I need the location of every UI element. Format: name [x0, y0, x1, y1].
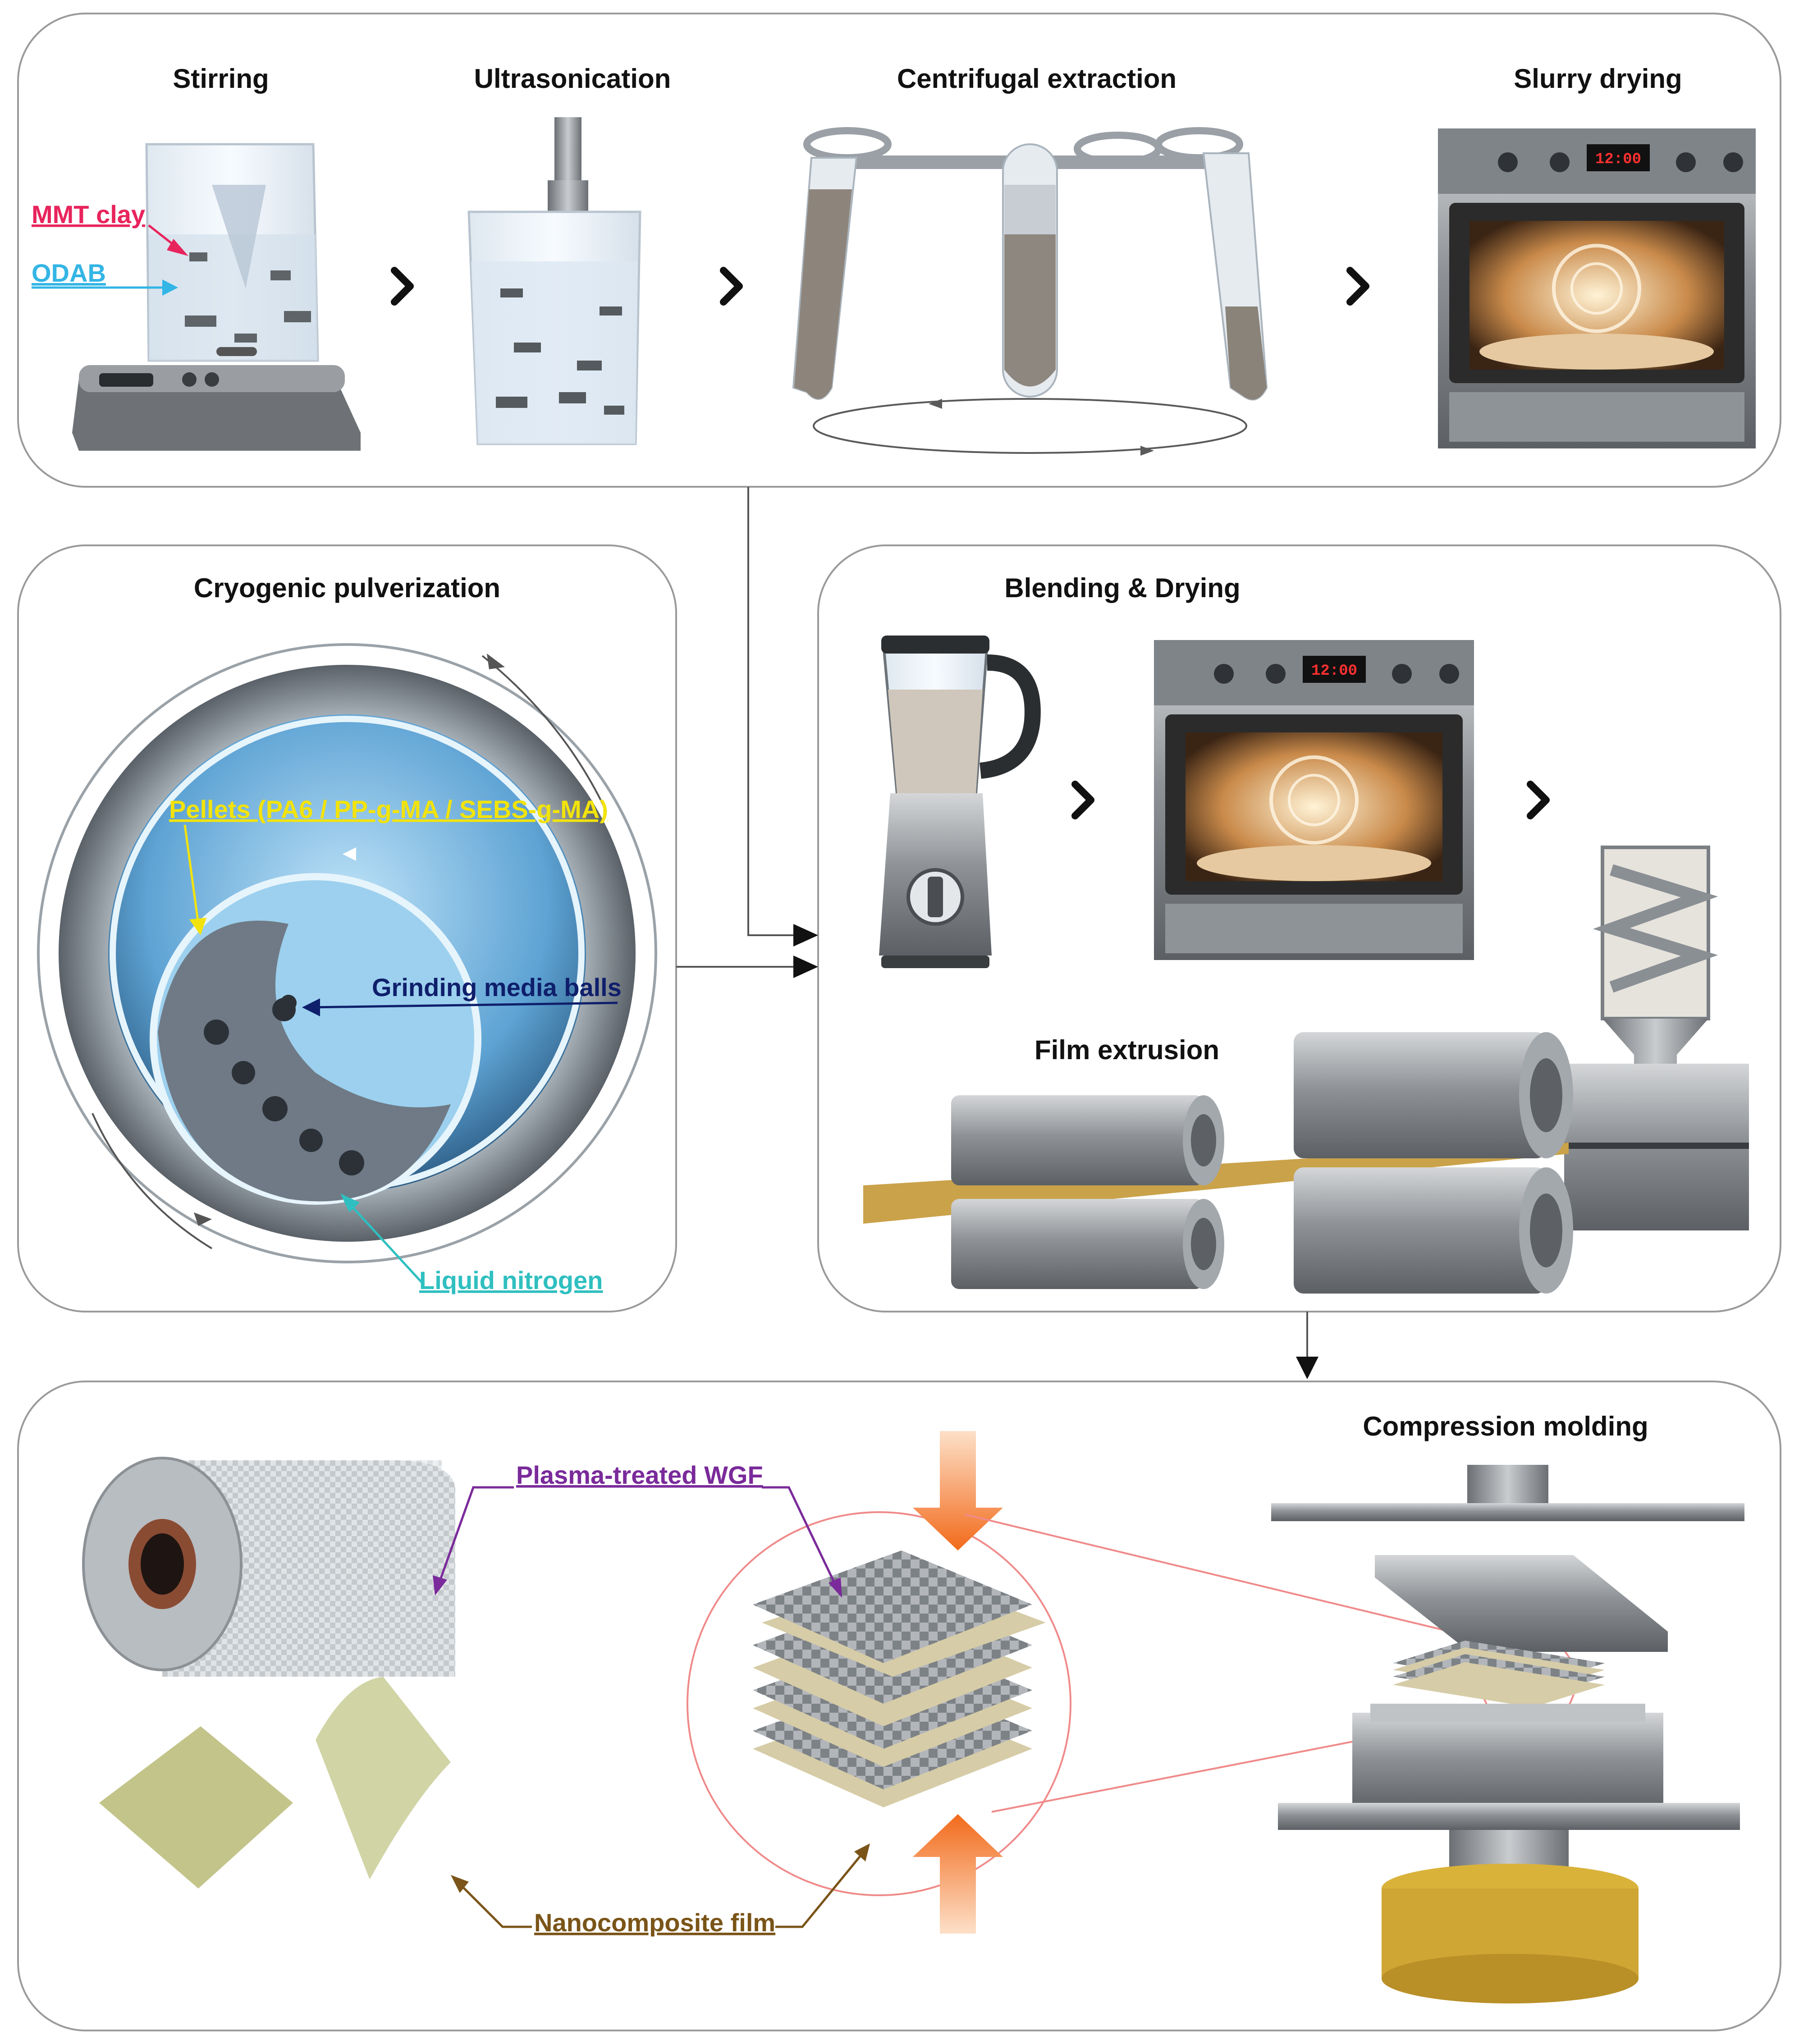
step-slurry-drying-title: Slurry drying	[1514, 64, 1682, 94]
label-odab: ODAB	[32, 259, 106, 287]
press-arrow-down	[913, 1431, 1003, 1550]
arrow-nanocomposite-film-2	[775, 1852, 864, 1928]
arrowhead-pellets	[189, 918, 206, 935]
label-grinding-balls: Grinding media balls	[372, 973, 622, 1001]
arrowhead-grinding-balls	[302, 998, 320, 1016]
magnetic-stirrer-illustration	[72, 143, 361, 451]
layer-stack-illustration	[687, 1431, 1071, 1934]
arrow-plasma-wgf-2	[762, 1486, 838, 1587]
cryogenic-mill-illustration	[37, 643, 657, 1263]
step-ultrasonication-title: Ultrasonication	[474, 64, 671, 94]
oven-illustration-2: 12:00	[1154, 640, 1474, 960]
oven-illustration-1: 12:00	[1438, 128, 1756, 448]
step-blending-title: Blending & Drying	[1004, 573, 1240, 603]
label-plasma-wgf: Plasma-treated WGF	[516, 1461, 763, 1489]
nanocomposite-film-illustration	[99, 1677, 451, 1889]
compression-press-illustration	[1271, 1465, 1744, 2003]
arrow-nanocomposite-film	[459, 1883, 532, 1928]
oven-display-2: 12:00	[1311, 663, 1357, 680]
blender-illustration	[879, 636, 1041, 968]
step-cryogenic-title: Cryogenic pulverization	[194, 573, 500, 603]
connector-arrowheads	[793, 924, 1318, 1379]
arrowhead-nanocomposite-film-2	[854, 1843, 870, 1861]
top-panel	[17, 13, 1781, 488]
press-arrow-up	[913, 1814, 1003, 1934]
film-extrusion-illustration	[863, 846, 1749, 1294]
step-centrifugal-title: Centrifugal extraction	[897, 64, 1176, 94]
label-mmt-clay: MMT clay	[32, 200, 145, 229]
ultrasonicator-illustration	[467, 117, 641, 445]
arrowhead-plasma-wgf-2	[829, 1578, 842, 1598]
chevron-icon	[391, 267, 1369, 306]
chevron-icon	[1071, 781, 1550, 819]
arrow-grinding-balls	[311, 1001, 618, 1009]
arrowhead-liquid-nitrogen	[340, 1193, 360, 1212]
arrowhead-plasma-wgf	[433, 1575, 447, 1596]
centrifuge-illustration	[792, 127, 1268, 456]
wgf-roll-illustration	[82, 1457, 455, 1677]
label-liquid-nitrogen: Liquid nitrogen	[419, 1266, 603, 1294]
arrowhead-mmt-clay	[167, 239, 188, 256]
oven-display-1: 12:00	[1595, 151, 1641, 168]
arrowhead-odab	[162, 279, 178, 296]
label-nanocomposite-film: Nanocomposite film	[534, 1908, 775, 1937]
label-pellets: Pellets (PA6 / PP-g-MA / SEBS-g-MA)	[169, 795, 608, 823]
arrow-pellets	[183, 824, 200, 924]
arrowhead-nanocomposite-film	[451, 1875, 469, 1893]
arrow-liquid-nitrogen	[346, 1200, 425, 1285]
step-compression-title: Compression molding	[1363, 1411, 1648, 1441]
arrow-plasma-wgf	[438, 1486, 514, 1582]
step-film-extrusion-title: Film extrusion	[1035, 1035, 1219, 1065]
step-stirring-title: Stirring	[173, 64, 269, 94]
